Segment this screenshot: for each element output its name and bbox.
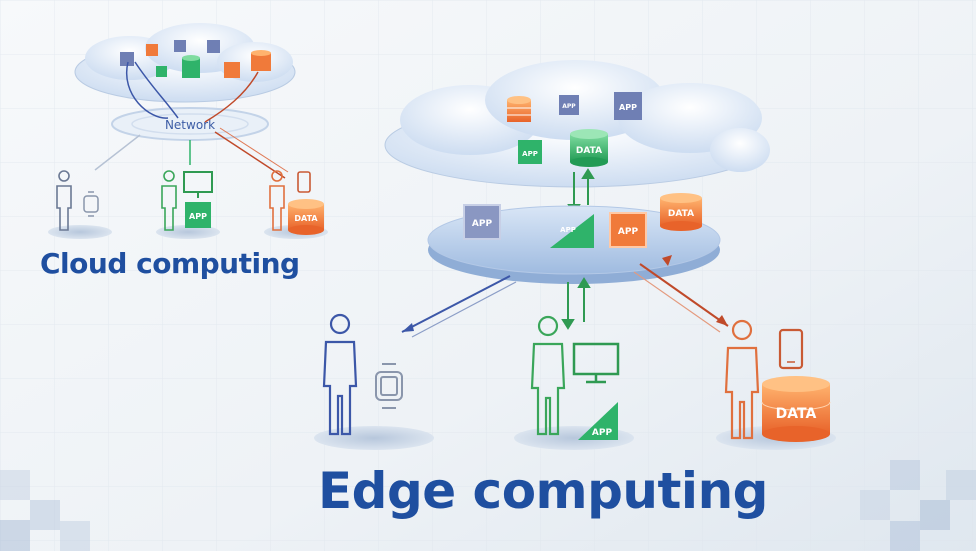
cloud-app-label: APP [619,103,637,112]
edge-data-cylinder-icon: DATA [761,376,831,442]
edge-link-green [561,277,591,330]
cloud-app-icon: APP [518,140,542,164]
cloud-link-blue [134,61,179,119]
small-user-platform [156,225,220,239]
small-data-label: DATA [294,214,318,223]
edge-phone-icon [778,328,804,370]
small-app-label: APP [189,212,207,221]
cloud-app-label: APP [562,103,576,110]
edge-user-figure-icon [322,313,358,436]
edge-computing-title: Edge computing [318,462,768,520]
cloud-computing-diagram: Network APP [48,23,328,239]
small-app-icon [146,44,158,56]
disk-app-label: APP [472,219,493,229]
disk-app-icon: APP [463,204,501,240]
cloud-link-blue [125,61,169,119]
cloud-data-label: DATA [576,146,602,156]
disk-app-label: APP [618,227,639,237]
edge-user-figure-icon [724,319,760,440]
small-watch-icon [83,191,99,217]
cloud-database-icon [507,96,531,122]
disk-app-label: APP [560,226,576,234]
edge-user-platform [314,426,434,450]
small-user-platform [48,225,112,239]
edge-watch-icon [375,363,403,409]
small-app-icon [174,40,186,52]
cloud-link-orange [214,131,286,179]
network-label: Network [165,118,215,132]
edge-app-icon: APP [578,402,618,440]
disk-data-label: DATA [668,209,694,219]
cloud-computing-title: Cloud computing [40,247,300,280]
small-app-icon [224,62,240,78]
small-app-icon [156,66,167,77]
cloud-link-orange [219,127,289,173]
edge-data-label: DATA [776,406,817,422]
disk-app-icon: APP [550,214,594,248]
cloud-link-orange [204,71,259,123]
small-data-cylinder-icon: DATA [288,199,324,235]
edge-monitor-icon [572,342,620,384]
small-app-icon: APP [185,202,211,228]
small-user-figure-icon [161,170,177,231]
edge-user-figure-icon [530,315,566,436]
network-ring [111,107,269,141]
cloud-link-gray [94,134,141,171]
cloud-app-label: APP [522,150,538,158]
small-monitor-icon [183,171,213,198]
cloud-app-icon: APP [614,92,642,120]
small-phone-icon [297,171,311,193]
disk-data-cylinder-icon: DATA [660,193,702,231]
small-user-figure-icon [56,170,72,231]
edge-computing-diagram: APP APP APP DATA APP [314,60,836,450]
edge-link-orange [633,255,729,333]
cloud-app-icon: APP [559,95,579,115]
small-user-figure-icon [269,170,285,231]
small-app-icon [120,52,134,66]
disk-app-icon: APP [609,212,647,248]
small-database-icon [182,55,200,78]
edge-app-label: APP [592,428,613,438]
cloud-data-cylinder-icon: DATA [570,129,608,167]
bottom-mosaic [0,460,976,551]
edge-link-blue [401,275,517,338]
small-database-icon [251,50,271,71]
small-app-icon [207,40,220,53]
